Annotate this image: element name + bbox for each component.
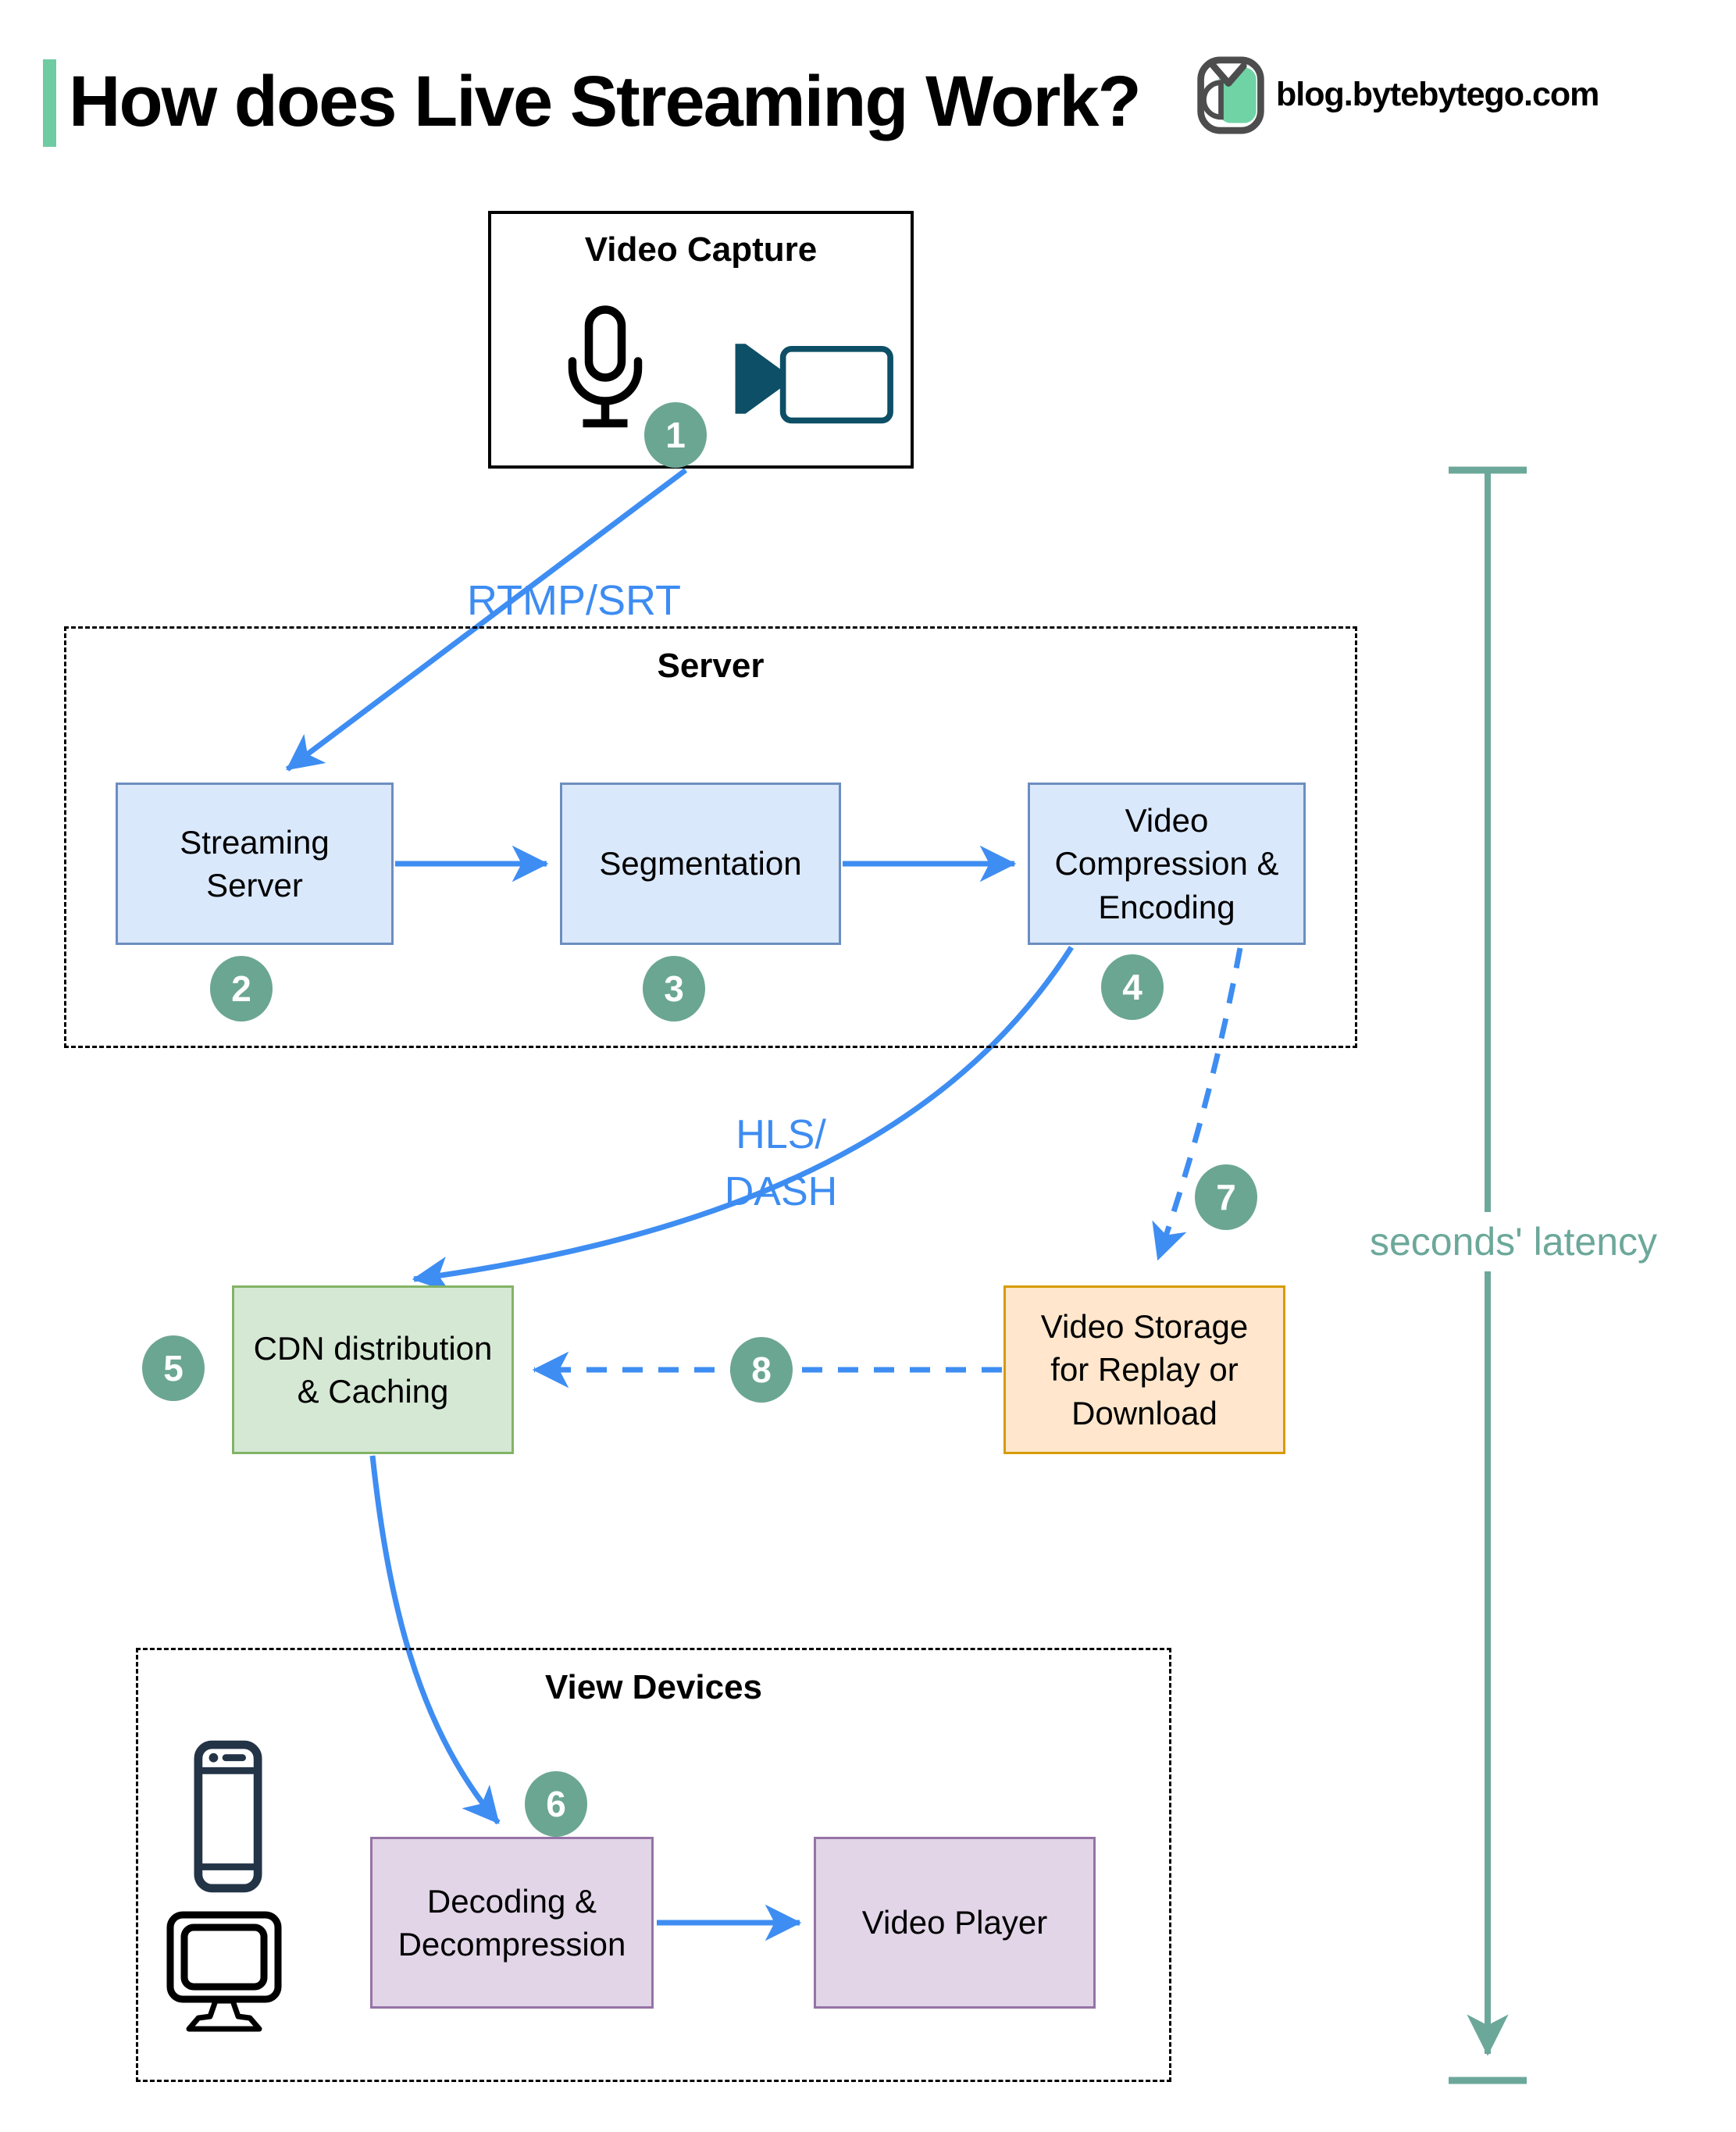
- step-badge-5: 5: [142, 1335, 205, 1401]
- title-accent-bar: [43, 59, 56, 147]
- video-capture-group-label: Video Capture: [584, 230, 818, 269]
- video-storage-node: Video Storage for Replay or Download: [1003, 1285, 1285, 1454]
- page-title: How does Live Streaming Work?: [69, 62, 1142, 141]
- step-badge-4: 4: [1101, 954, 1164, 1020]
- view-devices-group-label: View Devices: [544, 1668, 763, 1706]
- server-group-label: Server: [657, 647, 765, 685]
- step-badge-8: 8: [730, 1337, 793, 1403]
- site-url-label: blog.bytebytego.com: [1276, 76, 1599, 113]
- video-compression-encoding-node: Video Compression & Encoding: [1028, 783, 1306, 945]
- step-badge-7: 7: [1195, 1164, 1257, 1230]
- step-badge-6: 6: [525, 1771, 587, 1837]
- video-player-node: Video Player: [814, 1837, 1096, 2009]
- smartphone-icon: [194, 1740, 262, 1893]
- desktop-monitor-icon: [166, 1911, 282, 2032]
- hls-dash-edge-label: HLS/ DASH: [724, 1112, 838, 1214]
- rtmp-srt-edge-label: RTMP/SRT: [466, 577, 682, 625]
- bytebytego-owl-logo-icon: [1197, 56, 1264, 134]
- segmentation-node: Segmentation: [560, 783, 841, 945]
- seconds-latency-label: seconds' latency: [1369, 1220, 1658, 1264]
- video-camera-icon: [735, 344, 893, 424]
- view-devices-group-box: [136, 1648, 1171, 2082]
- server-group-box: [64, 626, 1357, 1048]
- cdn-distribution-caching-node: CDN distribution & Caching: [232, 1285, 514, 1454]
- step-badge-2: 2: [210, 956, 273, 1021]
- step-badge-1: 1: [644, 402, 707, 468]
- decoding-decompression-node: Decoding & Decompression: [370, 1837, 654, 2009]
- step-badge-3: 3: [643, 956, 705, 1021]
- microphone-icon: [568, 305, 643, 428]
- streaming-server-node: Streaming Server: [116, 783, 394, 945]
- latency-dimension-line: [1449, 466, 1527, 2084]
